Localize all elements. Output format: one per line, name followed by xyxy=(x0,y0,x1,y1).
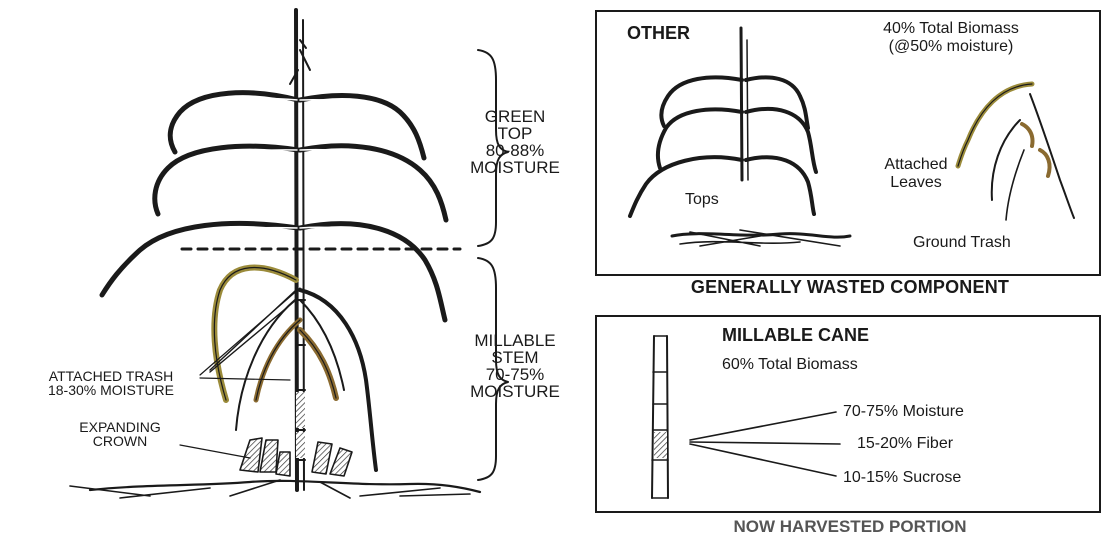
expanding-crown-line-1: EXPANDING xyxy=(60,420,180,434)
green-top-label: GREEN TOP 80-88% MOISTURE xyxy=(440,108,590,176)
millable-cane-title: MILLABLE CANE xyxy=(722,326,869,344)
other-biomass-line-2: (@50% moisture) xyxy=(846,38,1056,56)
millable-stem-line-1: MILLABLE xyxy=(440,332,590,349)
green-top-line-1: GREEN xyxy=(440,108,590,125)
ground-trash-label: Ground Trash xyxy=(913,235,1011,251)
green-top-leaves xyxy=(102,40,446,320)
lower-leaves xyxy=(210,268,376,470)
ground-debris xyxy=(70,480,480,498)
fiber-component-label: 15-20% Fiber xyxy=(857,436,953,452)
other-title: OTHER xyxy=(627,24,690,42)
generally-wasted-caption: GENERALLY WASTED COMPONENT xyxy=(595,278,1105,296)
crown-leader xyxy=(180,445,250,458)
expanding-crown-line-2: CROWN xyxy=(60,434,180,448)
millable-stem-line-4: MOISTURE xyxy=(440,383,590,400)
expanding-crown-label: EXPANDING CROWN xyxy=(60,420,180,448)
millable-biomass-label: 60% Total Biomass xyxy=(722,357,858,373)
green-top-line-2: TOP xyxy=(440,125,590,142)
attached-trash-line-2: 18-30% MOISTURE xyxy=(6,383,216,397)
attached-leaves-line-1: Attached xyxy=(866,156,966,174)
millable-stem-label: MILLABLE STEM 70-75% MOISTURE xyxy=(440,332,590,400)
moisture-component-label: 70-75% Moisture xyxy=(843,404,964,420)
other-biomass-line-1: 40% Total Biomass xyxy=(846,20,1056,38)
tops-label: Tops xyxy=(685,192,719,208)
millable-stem-line-2: STEM xyxy=(440,349,590,366)
attached-leaves-label: Attached Leaves xyxy=(866,156,966,191)
sucrose-component-label: 10-15% Sucrose xyxy=(843,470,961,486)
now-harvested-caption: NOW HARVESTED PORTION xyxy=(595,518,1105,535)
other-biomass-label: 40% Total Biomass (@50% moisture) xyxy=(846,20,1056,55)
millable-stem-line-3: 70-75% xyxy=(440,366,590,383)
green-top-line-4: MOISTURE xyxy=(440,159,590,176)
green-top-line-3: 80-88% xyxy=(440,142,590,159)
attached-leaves-line-2: Leaves xyxy=(866,174,966,192)
attached-trash-line-1: ATTACHED TRASH xyxy=(6,369,216,383)
attached-trash-label: ATTACHED TRASH 18-30% MOISTURE xyxy=(6,369,216,397)
